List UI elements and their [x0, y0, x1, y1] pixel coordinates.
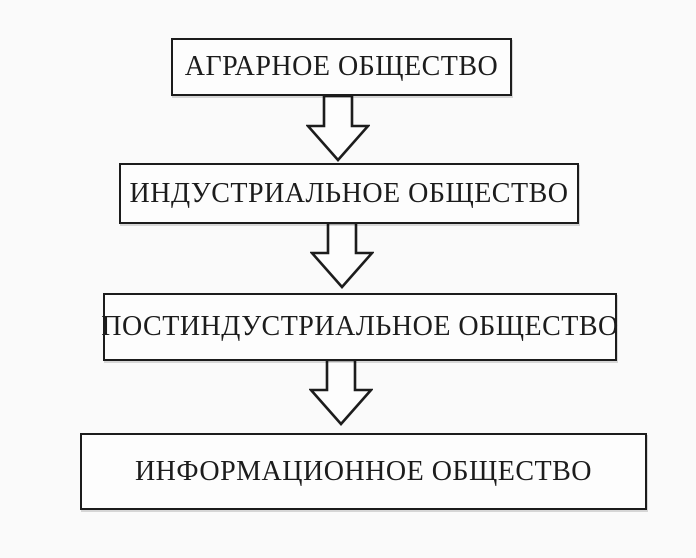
stage-box-postindustrial-society: ПОСТИНДУСТРИАЛЬНОЕ ОБЩЕСТВО [101, 293, 618, 361]
stage-box-agrarian-society: АГРАРНОЕ ОБЩЕСТВО [171, 38, 512, 96]
stage-box-informational-society: ИНФОРМАЦИОННОЕ ОБЩЕСТВО [80, 433, 647, 510]
down-arrow-icon [310, 221, 374, 289]
stage-box-industrial-society: ИНДУСТРИАЛЬНОЕ ОБЩЕСТВО [119, 163, 579, 224]
down-arrow-icon [306, 94, 370, 162]
down-arrow-icon [309, 358, 373, 426]
